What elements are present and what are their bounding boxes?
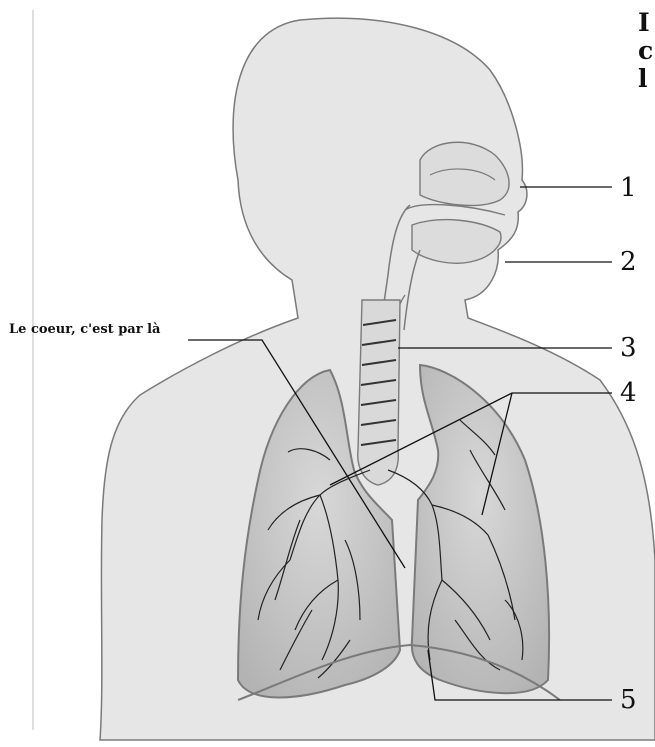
edge-letter-3: l <box>638 66 648 91</box>
label-4: 4 <box>620 380 637 406</box>
label-2: 2 <box>620 249 637 275</box>
edge-letter-1: I <box>638 10 650 35</box>
label-5: 5 <box>620 687 637 713</box>
label-1: 1 <box>620 175 637 201</box>
heart-annotation: Le coeur, c'est par là <box>9 322 160 337</box>
label-3: 3 <box>620 335 637 361</box>
trachea <box>358 300 400 485</box>
edge-letter-2: c <box>638 38 653 63</box>
